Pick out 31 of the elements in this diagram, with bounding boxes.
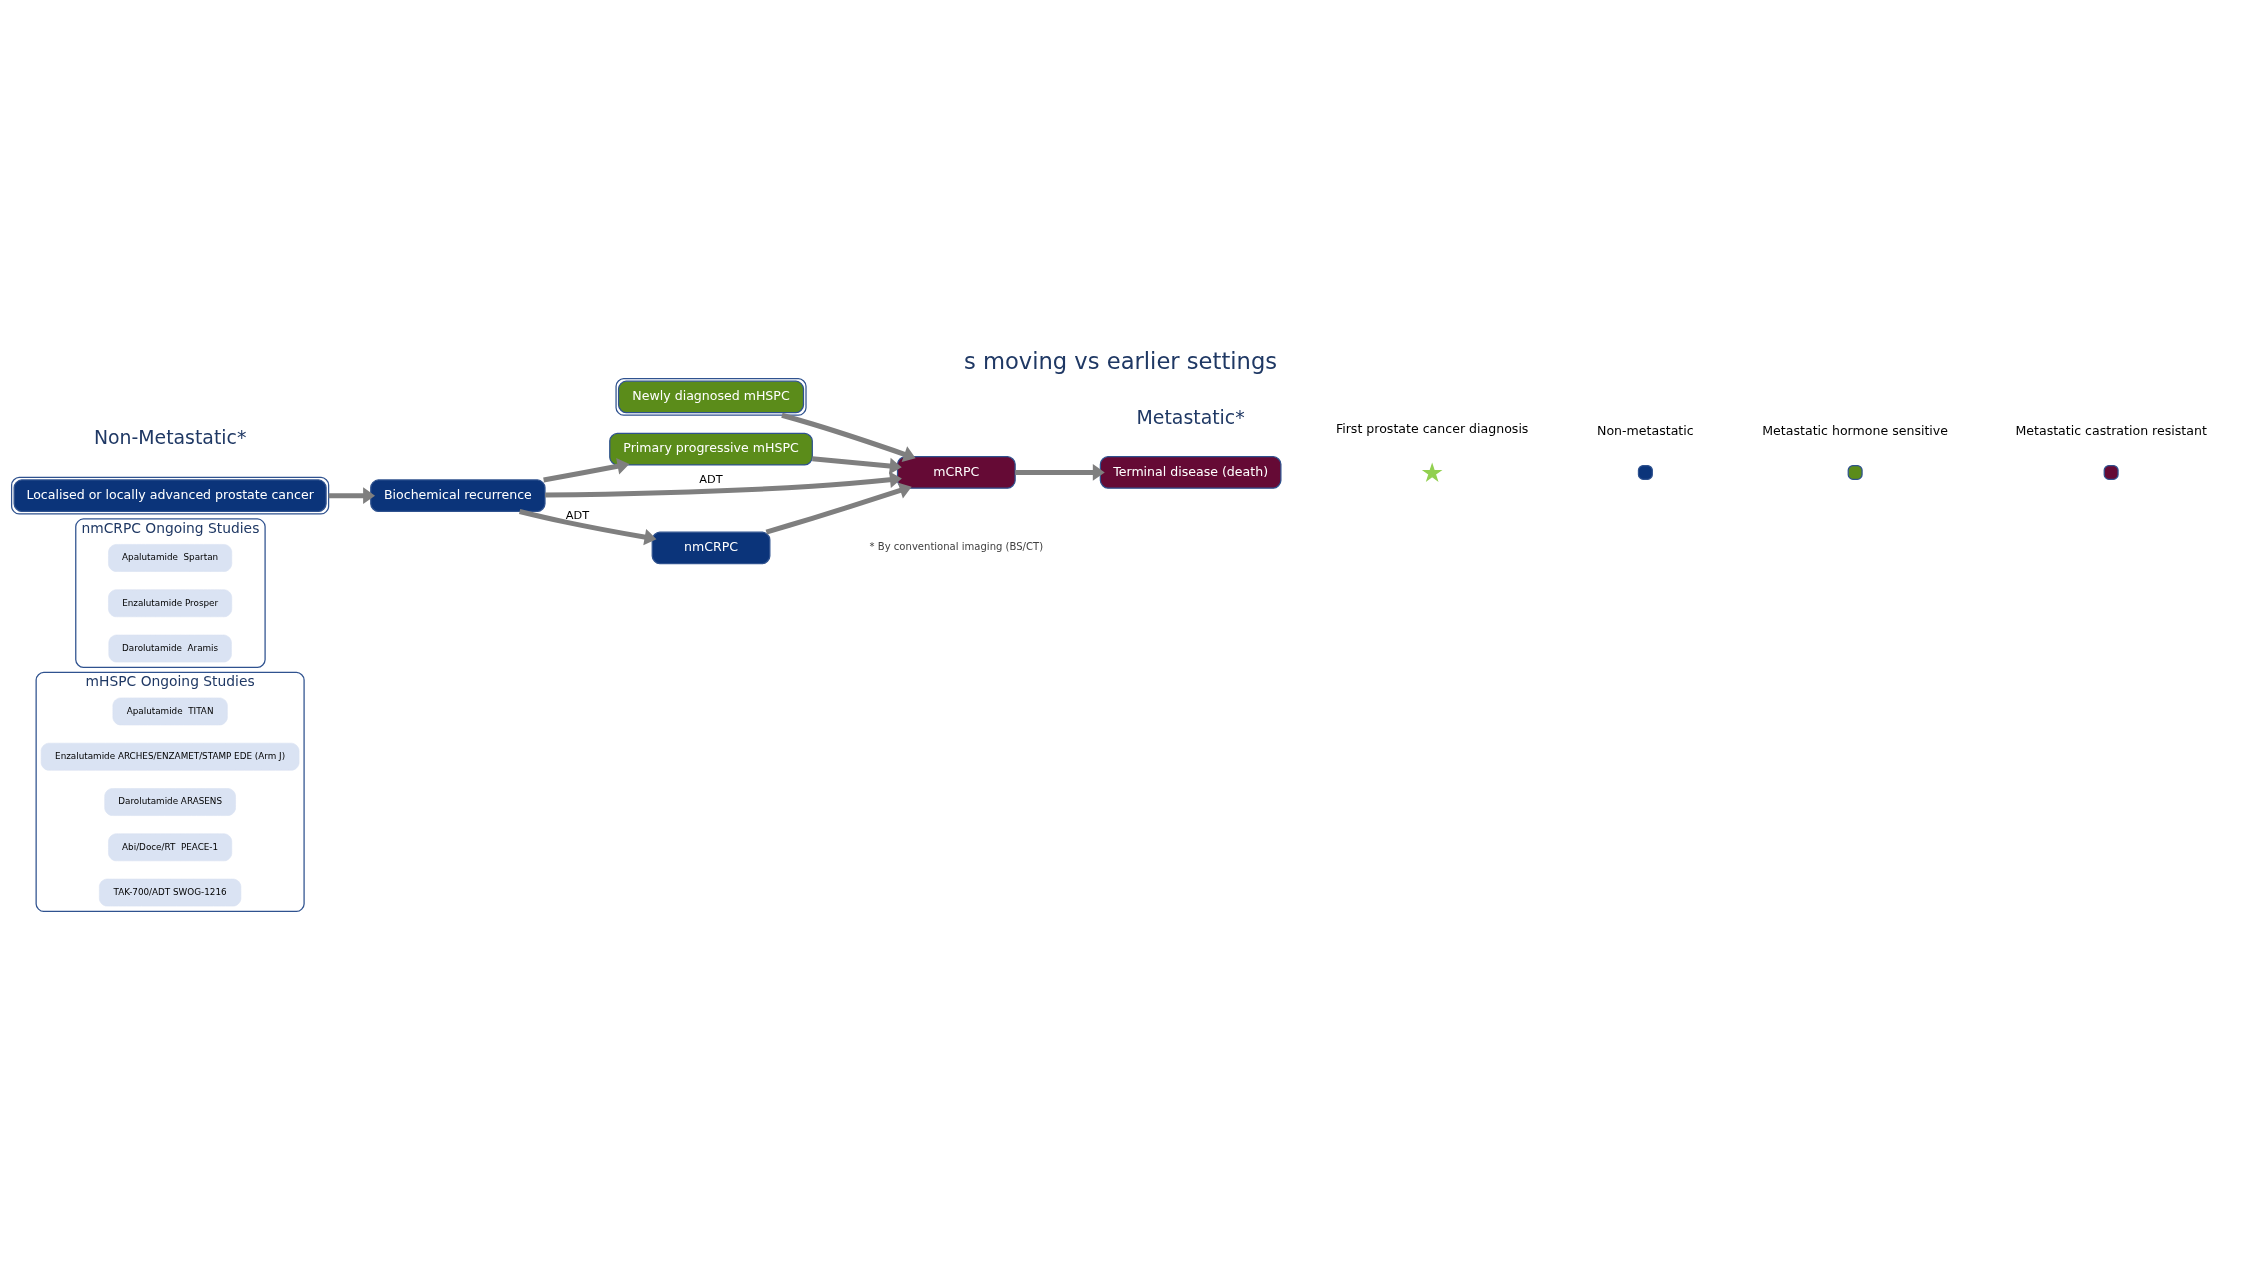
legend-label: Metastatic castration resistant <box>2015 422 2207 438</box>
node-box: Primary progressive mHSPC <box>609 432 813 465</box>
edge-label: ADT <box>699 471 723 486</box>
node-box: mCRPC <box>896 455 1016 489</box>
node-box: Abi/Doce/RT PEACE-1 <box>108 832 233 861</box>
node-box: nmCRPC <box>651 531 771 564</box>
node-box: Darolutamide ARASENS <box>104 787 236 816</box>
node-box: Darolutamide Aramis <box>108 634 232 662</box>
node-box: Apalutamide Spartan <box>108 543 233 572</box>
node-box: Enzalutamide Prosper <box>108 588 233 617</box>
legend-label: Metastatic hormone sensitive <box>1762 422 1949 438</box>
arrow <box>781 412 916 462</box>
label: * By conventional imaging (BS/CT) <box>869 540 1044 552</box>
label: Non-Metastatic* <box>93 425 247 448</box>
legend-label: First prostate cancer diagnosis <box>1335 420 1529 436</box>
diagram-title: s moving vs earlier settings <box>963 347 1278 374</box>
node-box: Apalutamide TITAN <box>112 697 228 725</box>
arrow <box>328 486 376 504</box>
arrow <box>812 455 902 474</box>
arrow <box>519 508 657 545</box>
arrow <box>765 482 912 535</box>
node-box: Enzalutamide ARCHES/ENZAMET/STAMP EDE (Arm J) <box>40 742 300 771</box>
edge-label: ADT <box>565 507 590 522</box>
arrow <box>543 457 630 482</box>
node-box: TAK-700/ADT SWOG-1216 <box>99 878 242 906</box>
arrow <box>545 470 902 498</box>
legend-label: Non-metastatic <box>1597 422 1694 438</box>
label: Metastatic* <box>1136 405 1245 428</box>
node-box: Terminal disease (death) <box>1099 455 1282 489</box>
arrow <box>1015 463 1105 481</box>
node-box: Biochemical recurrence <box>370 478 546 512</box>
